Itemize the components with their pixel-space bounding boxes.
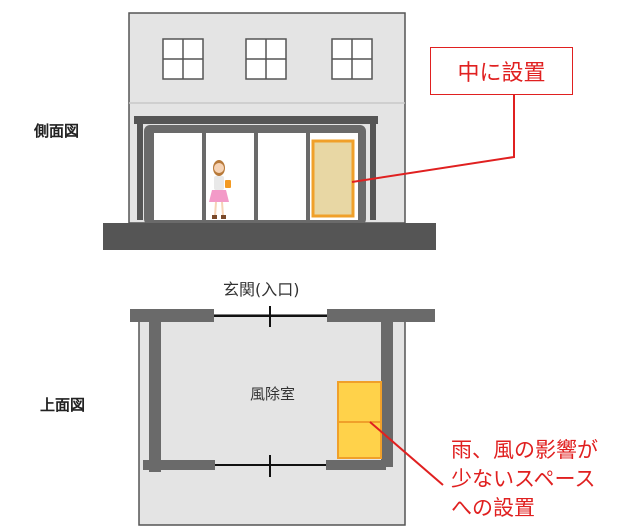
note-line: 少ないスペース bbox=[451, 467, 596, 491]
glass-panel bbox=[258, 133, 306, 220]
upper-window bbox=[162, 38, 204, 80]
note-line: 雨、風の影響が bbox=[451, 438, 598, 462]
vestibule-label: 風除室 bbox=[250, 385, 296, 403]
entrance-label: 玄関(入口) bbox=[223, 280, 300, 299]
note-leader bbox=[369, 421, 444, 486]
canopy-post-left bbox=[137, 124, 143, 220]
wall-right bbox=[381, 315, 393, 467]
callout-leader bbox=[351, 94, 515, 183]
wall-top-left bbox=[130, 309, 214, 322]
top-view-label: 上面図 bbox=[40, 396, 86, 414]
canopy bbox=[134, 116, 378, 124]
woman-figure bbox=[209, 160, 231, 219]
storage-unit-side bbox=[311, 139, 355, 218]
storage-unit-top bbox=[337, 421, 382, 459]
note-line: への設置 bbox=[451, 496, 535, 520]
canopy-post-right bbox=[370, 124, 376, 220]
wall-bottom-right bbox=[326, 460, 386, 470]
wall-bottom-left bbox=[143, 460, 215, 470]
glass-panel bbox=[154, 133, 202, 220]
upper-window bbox=[245, 38, 287, 80]
upper-window bbox=[331, 38, 373, 80]
storage-unit-top bbox=[337, 381, 382, 424]
side-view-building bbox=[103, 12, 515, 250]
side-view-label: 側面図 bbox=[34, 122, 80, 140]
top-view-floorplan bbox=[130, 306, 444, 526]
wall-left bbox=[149, 320, 161, 472]
callout-box: 中に設置 bbox=[430, 47, 573, 95]
ground bbox=[103, 223, 436, 250]
placement-note: 雨、風の影響が 少ないスペース への設置 bbox=[451, 436, 626, 523]
callout-text: 中に設置 bbox=[457, 61, 546, 86]
glass-panel bbox=[206, 133, 254, 220]
